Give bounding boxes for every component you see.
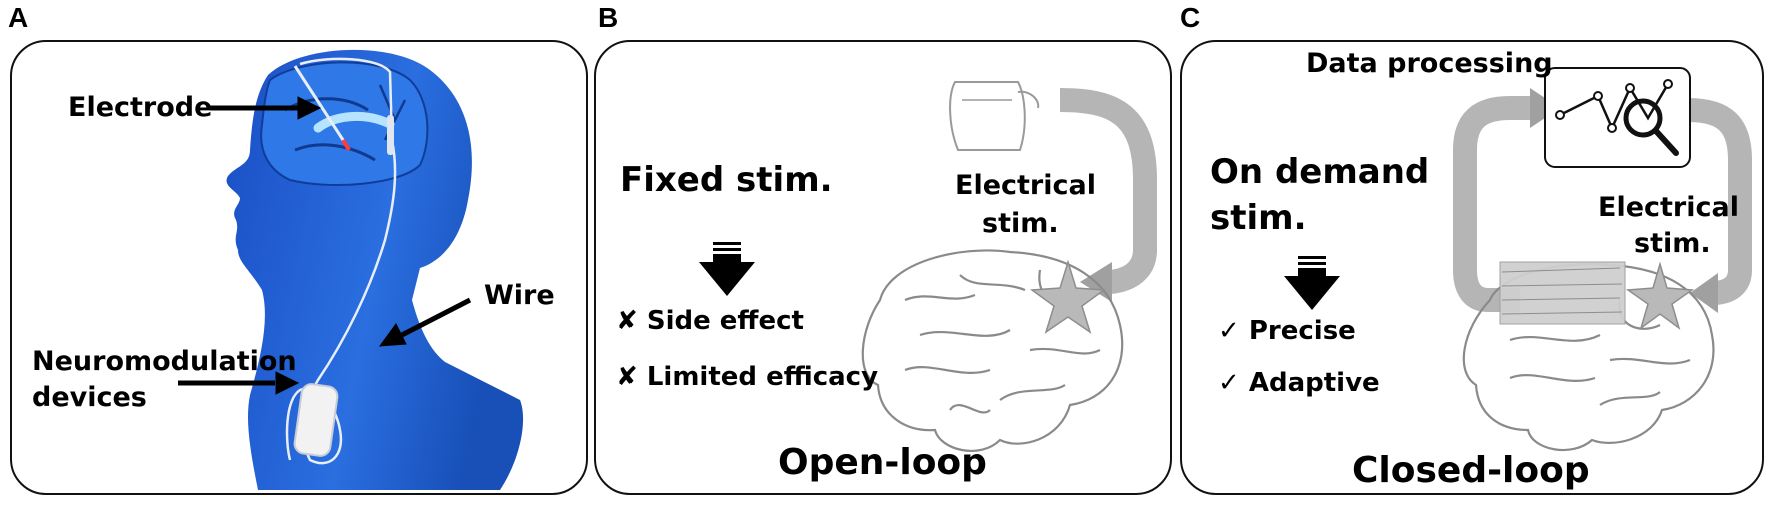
panel-c-letter: C	[1180, 2, 1201, 33]
cross-icon: ✘	[616, 362, 638, 392]
electrode-lead	[293, 65, 347, 144]
side-effect-item: ✘ Side effect	[616, 306, 804, 336]
adaptive-text: Adaptive	[1248, 368, 1380, 398]
check-icon: ✓	[1218, 368, 1240, 398]
electrical-stim-label-line1: Electrical	[955, 170, 1096, 201]
precise-item: ✓ Precise	[1218, 316, 1356, 346]
electrode-pointer-arrow	[210, 96, 322, 120]
panel-b-frame	[594, 40, 1172, 495]
on-demand-down-arrow	[1284, 256, 1340, 310]
neuromodulation-device	[293, 383, 339, 457]
device-label-line2: devices	[32, 382, 147, 413]
limited-efficacy-text: Limited efficacy	[646, 362, 879, 392]
electrical-stim-label-line2: stim.	[1634, 228, 1711, 259]
on-demand-label-line1: On demand	[1210, 152, 1430, 192]
on-demand-label-line2: stim.	[1210, 198, 1307, 238]
fixed-stim-down-arrow	[699, 242, 755, 296]
data-processing-label: Data processing	[1306, 48, 1553, 79]
wire-pointer-arrow	[378, 297, 472, 347]
cross-icon: ✘	[616, 306, 638, 336]
panel-a-letter: A	[8, 2, 29, 33]
magnifier-icon	[1623, 98, 1679, 156]
open-loop-label: Open-loop	[778, 442, 987, 483]
adaptive-item: ✓ Adaptive	[1218, 368, 1380, 398]
stimulator-device	[949, 81, 1040, 151]
stimulation-star	[1029, 259, 1107, 334]
stimulation-star	[1625, 261, 1695, 330]
brain-in-head	[260, 61, 429, 186]
side-effect-text: Side effect	[646, 306, 804, 336]
limited-efficacy-item: ✘ Limited efficacy	[616, 362, 878, 392]
device-pointer-arrow	[178, 371, 300, 395]
wire-label: Wire	[484, 280, 555, 311]
panel-b-letter: B	[598, 2, 619, 33]
check-icon: ✓	[1218, 316, 1240, 346]
panel-c-frame	[1180, 40, 1764, 495]
electrical-stim-label-line2: stim.	[982, 208, 1059, 239]
panel-a-frame	[10, 40, 588, 495]
fixed-stim-label: Fixed stim.	[620, 160, 833, 200]
precise-text: Precise	[1248, 316, 1356, 346]
electrical-stim-label-line1: Electrical	[1598, 192, 1739, 223]
closed-loop-label: Closed-loop	[1352, 450, 1590, 491]
device-label-line1: Neuromodulation	[32, 346, 297, 377]
electrode-label: Electrode	[68, 92, 213, 123]
